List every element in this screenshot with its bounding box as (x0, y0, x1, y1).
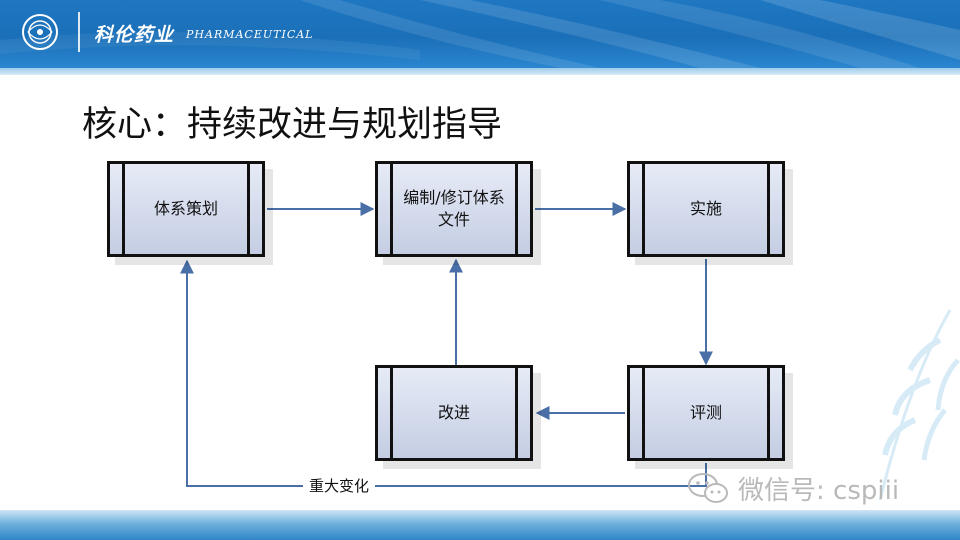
watermark-text: 微信号: cspiii (738, 475, 900, 506)
node-documents-label: 编制/修订体系文件 (403, 188, 505, 229)
node-planning-label: 体系策划 (153, 199, 218, 218)
footer-band (0, 510, 960, 540)
logo-separator (78, 12, 80, 52)
node-evaluation: 评测 (627, 365, 785, 461)
wechat-icon (688, 473, 728, 503)
brand-name: 科伦药业 (94, 24, 175, 46)
header-decoration (0, 0, 960, 68)
edge-label-major-change: 重大变化 (303, 475, 376, 496)
node-implementation: 实施 (627, 161, 785, 257)
node-planning: 体系策划 (107, 161, 265, 257)
header-banner: 科伦药业 PHARMACEUTICAL (0, 0, 960, 68)
brand-tagline: PHARMACEUTICAL (186, 28, 314, 41)
watermark: 微信号: cspiii (686, 472, 900, 506)
header-accent-band (0, 68, 960, 75)
slide-title: 核心：持续改进与规划指导 (82, 105, 503, 145)
node-evaluation-label: 评测 (689, 403, 722, 422)
node-improvement-label: 改进 (437, 403, 470, 422)
node-documents: 编制/修订体系文件 (375, 161, 533, 257)
node-improvement: 改进 (375, 365, 533, 461)
logo-emblem-icon (22, 14, 58, 50)
node-implementation-label: 实施 (689, 199, 722, 218)
leaf-decoration (878, 309, 960, 501)
